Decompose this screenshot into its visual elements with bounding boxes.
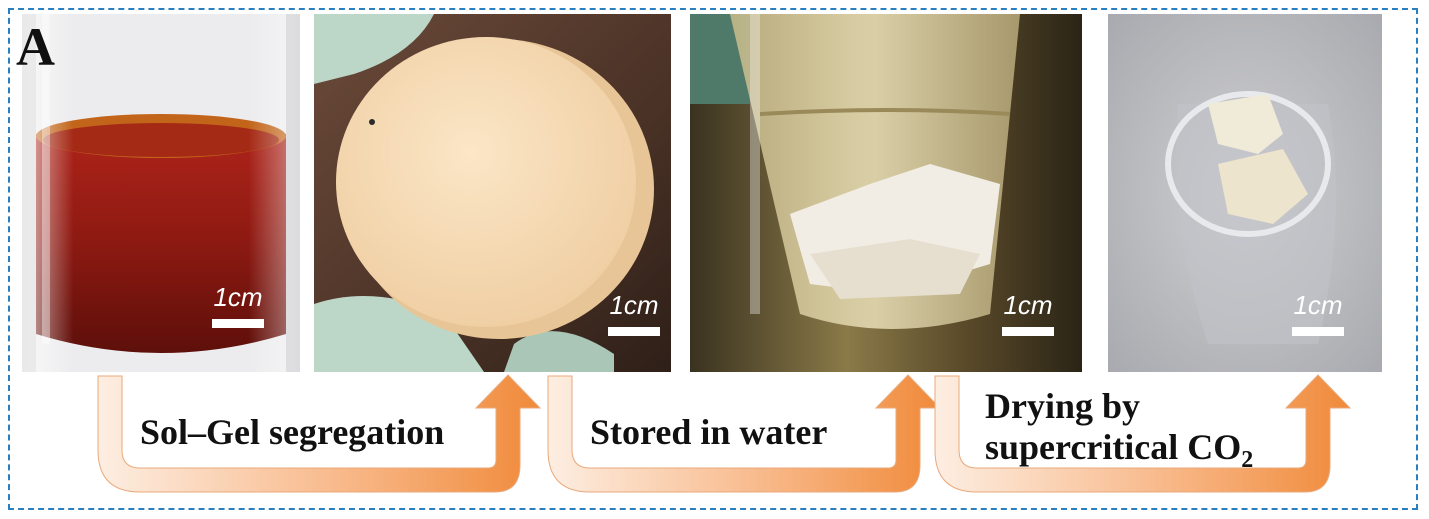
scale-label-4: 1cm — [1293, 290, 1343, 320]
scale-label-3: 1cm — [1003, 290, 1053, 320]
aerogel-beaker-photo — [1108, 14, 1382, 372]
arrow-sol-gel — [97, 374, 542, 493]
step-drying-line1: Drying by — [985, 386, 1141, 426]
figure-frame — [8, 8, 1418, 510]
step-drying-line2: supercritical CO2 — [985, 427, 1253, 475]
step-stored-water-label: Stored in water — [590, 412, 828, 452]
scale-bar-2: 1cm — [594, 290, 674, 336]
panel-label: A — [16, 17, 55, 77]
scale-bar-line-1 — [212, 319, 264, 328]
scale-label-1: 1cm — [213, 282, 263, 312]
step-drying-line2-text: supercritical CO — [985, 427, 1242, 468]
gel-in-water-vial-photo — [690, 14, 1082, 372]
step-drying-label: Drying by supercritical CO2 — [985, 386, 1253, 475]
arrow-stored-water — [547, 374, 942, 493]
scale-bar-line-2 — [608, 327, 660, 336]
step-sol-gel-label: Sol–Gel segregation — [140, 412, 445, 452]
red-sol-vial-photo — [22, 14, 300, 372]
arrow-drying — [934, 374, 1352, 493]
scale-bar-line-3 — [1002, 327, 1054, 336]
step-drying-subscript: 2 — [1241, 447, 1254, 474]
scale-bar-4: 1cm — [1278, 290, 1358, 336]
scale-bar-3: 1cm — [988, 290, 1068, 336]
scale-bar-line-4 — [1292, 327, 1344, 336]
scale-label-2: 1cm — [609, 290, 659, 320]
scale-bar-1: 1cm — [198, 282, 278, 328]
gel-disc-photo — [314, 14, 671, 372]
